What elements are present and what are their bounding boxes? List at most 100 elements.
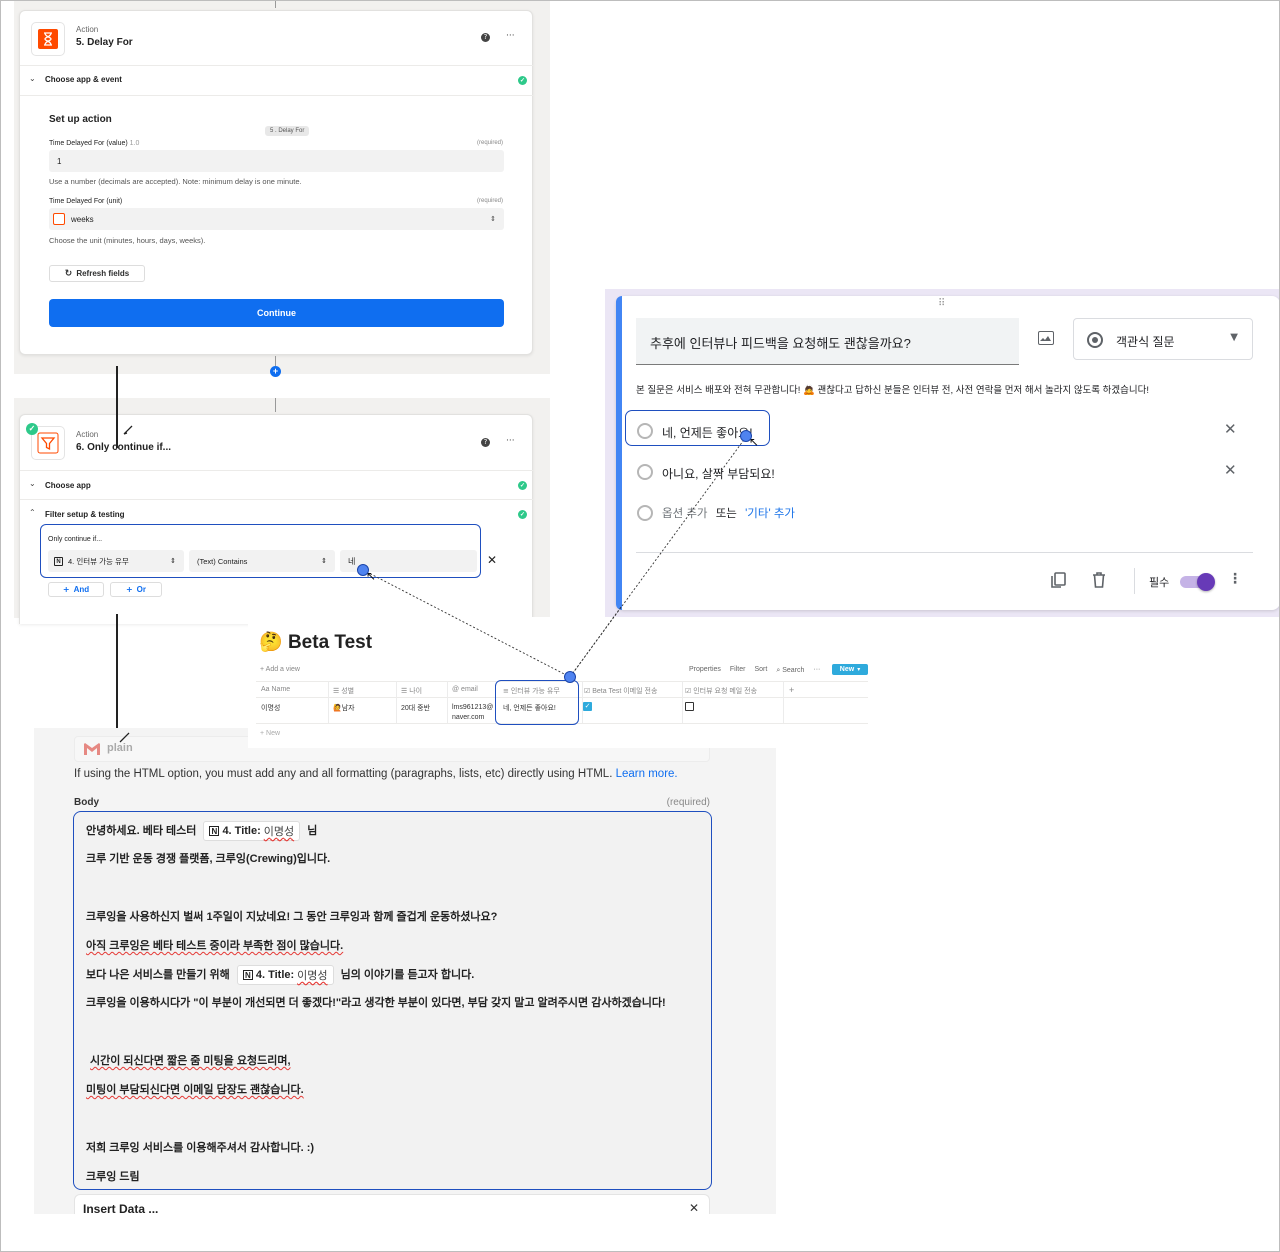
question-type-select[interactable]: 객관식 질문 ▼ xyxy=(1073,318,1253,360)
cell-name[interactable]: 이명성 xyxy=(261,705,281,712)
interview-mail-checkbox[interactable] xyxy=(685,702,694,711)
step-kind: Action xyxy=(76,430,99,439)
delete-icon[interactable] xyxy=(1092,572,1106,588)
drag-handle-icon[interactable]: ⠿ xyxy=(938,298,947,309)
section-choose-app-event[interactable]: Choose app & event xyxy=(45,75,122,84)
more-menu-icon[interactable]: ··· xyxy=(813,666,821,673)
mouse-cursor-icon: ↖ xyxy=(366,569,377,583)
add-view-button[interactable]: + Add a view xyxy=(260,666,300,673)
connector-handle[interactable] xyxy=(564,671,576,683)
new-row-button[interactable]: + New xyxy=(260,730,281,737)
option-radio[interactable] xyxy=(637,423,653,439)
annotation-line xyxy=(116,366,118,448)
option-radio[interactable] xyxy=(637,464,653,480)
setup-title: Set up action xyxy=(49,114,112,125)
section-choose-app[interactable]: Choose app xyxy=(45,481,91,490)
more-menu-icon[interactable]: ··· xyxy=(506,31,515,41)
column-header-gender[interactable]: ☰ 성별 xyxy=(333,687,355,695)
interview-cell-highlight xyxy=(495,680,579,725)
filter-field-select[interactable]: N 4. 인터뷰 가능 유무 ⇕ xyxy=(48,550,184,572)
body-label: Body xyxy=(74,797,99,808)
connector-line xyxy=(275,398,276,412)
column-header-age[interactable]: ☰ 나이 xyxy=(401,687,423,695)
close-icon[interactable]: ✕ xyxy=(688,1201,699,1214)
close-icon[interactable]: ✕ xyxy=(1224,461,1237,479)
column-header-email[interactable]: @ email xyxy=(452,686,478,693)
field2-help: Choose the unit (minutes, hours, days, w… xyxy=(49,236,206,245)
body-line: 저희 크루잉 서비스를 이용해주셔서 감사합니다. :) xyxy=(86,1142,315,1154)
chevron-down-icon[interactable]: ⌄ xyxy=(29,479,36,488)
body-line: 크루 기반 운동 경쟁 플랫폼, 크루잉(Crewing)입니다. xyxy=(86,853,331,865)
filter-value-input[interactable]: 네 xyxy=(340,550,477,572)
new-button[interactable]: New▾ xyxy=(832,664,868,675)
option-1-text[interactable]: 네, 언제든 좋아요! xyxy=(662,426,753,440)
list-icon: ☰ xyxy=(333,687,340,695)
question-input[interactable]: 추후에 인터뷰나 피드백을 요청해도 괜찮을까요? xyxy=(636,318,1019,365)
add-column-icon[interactable]: + xyxy=(789,685,795,695)
option-2-text[interactable]: 아니요, 살짝 부담되요! xyxy=(662,467,775,481)
cell-gender[interactable]: 🙋남자 xyxy=(333,705,355,712)
check-badge-icon: ✓ xyxy=(26,423,38,435)
question-text: 추후에 인터뷰나 피드백을 요청해도 괜찮을까요? xyxy=(650,336,911,351)
check-icon: ✓ xyxy=(518,510,527,519)
body-line: 미팅이 부담되신다면 이메일 답장도 괜찮습니다. xyxy=(86,1084,304,1096)
column-header-interview-mail[interactable]: ☑ 인터뷰 요청 메일 전송 xyxy=(685,687,758,695)
delay-unit-select[interactable]: weeks ⇕ xyxy=(49,208,504,230)
duplicate-icon[interactable] xyxy=(1050,572,1066,589)
filter-button[interactable]: Filter xyxy=(729,666,746,673)
chevron-down-icon: ▾ xyxy=(857,666,861,673)
field1-label: Time Delayed For (value) 1.0 xyxy=(49,140,140,147)
filter-operator-select[interactable]: (Text) Contains ⇕ xyxy=(189,550,335,572)
column-header-beta-mail[interactable]: ☑ Beta Test 이메일 전송 xyxy=(584,687,658,695)
chevron-down-icon[interactable]: ⌄ xyxy=(29,74,36,83)
annotation-line xyxy=(116,614,118,746)
column-header-name[interactable]: Aa Name xyxy=(261,686,291,693)
connector-handle[interactable] xyxy=(740,430,752,442)
connector-handle[interactable] xyxy=(357,564,369,576)
delay-value-input[interactable]: 1 xyxy=(49,150,504,172)
tooltip-step-name: 5 . Delay For xyxy=(265,126,310,136)
chevron-up-icon[interactable]: ⌃ xyxy=(29,508,36,517)
refresh-fields-button[interactable]: ↻ Refresh fields xyxy=(49,265,145,282)
more-vert-icon[interactable]: ⋮ xyxy=(1228,571,1242,587)
connector-arrow-top xyxy=(275,0,276,8)
required-toggle[interactable] xyxy=(1180,573,1215,591)
add-option-row: 옵션 추가 또는 '기타' 추가 xyxy=(662,508,795,520)
divider xyxy=(256,697,868,698)
search-button[interactable]: ⌕ Search xyxy=(776,666,805,674)
help-icon[interactable]: ? xyxy=(481,438,490,447)
cell-email[interactable]: lms961213@naver.com xyxy=(452,704,494,721)
or-button[interactable]: +Or xyxy=(110,582,162,597)
divider xyxy=(636,552,1253,553)
divider xyxy=(20,65,534,66)
notion-toolbar: Properties Filter Sort ⌕ Search ··· xyxy=(689,666,820,675)
and-button[interactable]: +And xyxy=(48,582,104,597)
delay-app-icon xyxy=(31,22,65,56)
help-icon[interactable]: ? xyxy=(481,33,490,42)
section-filter-setup[interactable]: Filter setup & testing xyxy=(45,510,125,519)
beta-mail-checkbox[interactable]: ✓ xyxy=(583,702,592,711)
column-separator xyxy=(682,681,683,723)
cell-age[interactable]: 20대 중반 xyxy=(401,705,431,712)
text-icon: ≡ xyxy=(503,687,509,695)
divider xyxy=(256,723,868,724)
add-step-button[interactable]: + xyxy=(270,366,281,377)
close-icon[interactable]: ✕ xyxy=(487,553,498,567)
thinking-emoji: 🤔 xyxy=(259,632,283,653)
continue-button[interactable]: Continue xyxy=(49,299,504,327)
more-menu-icon[interactable]: ··· xyxy=(506,436,515,446)
properties-button[interactable]: Properties xyxy=(689,666,721,673)
sort-button[interactable]: Sort xyxy=(754,666,768,673)
add-other-link[interactable]: '기타' 추가 xyxy=(745,508,795,520)
cell-interview[interactable]: 네, 언제든 좋아요! xyxy=(503,705,556,712)
add-option-link[interactable]: 옵션 추가 xyxy=(662,508,708,520)
learn-more-link[interactable]: Learn more. xyxy=(615,768,678,780)
insert-data-title: Insert Data ... xyxy=(83,1202,159,1214)
column-header-interview[interactable]: ≡ 인터뷰 가능 유무 xyxy=(503,687,560,695)
image-icon[interactable] xyxy=(1038,331,1054,345)
close-icon[interactable]: ✕ xyxy=(1224,420,1237,438)
plus-icon: + xyxy=(125,585,133,594)
